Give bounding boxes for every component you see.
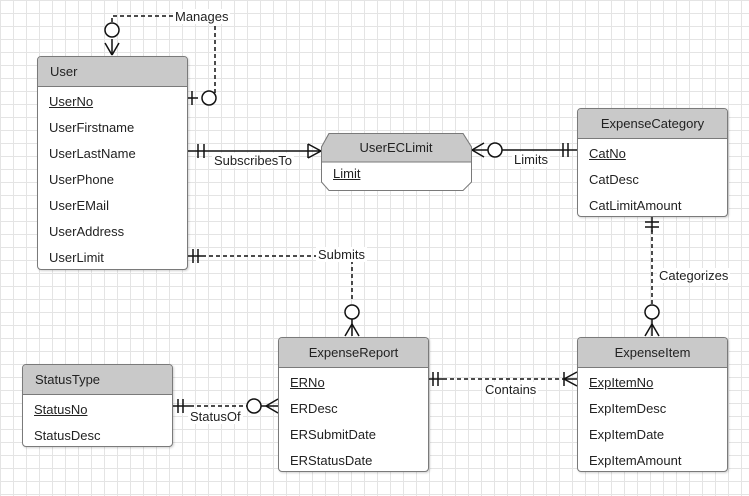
entity-user[interactable]: User UserNo UserFirstname UserLastName U… [37, 56, 188, 270]
attribute: UserPhone [49, 172, 115, 187]
associative-entity-shape [321, 133, 472, 191]
attribute: CatLimitAmount [589, 198, 682, 213]
entity-title: User [38, 57, 187, 87]
attribute: ExpItemAmount [589, 453, 682, 468]
entity-expense-category[interactable]: ExpenseCategory CatNo CatDesc CatLimitAm… [577, 108, 728, 217]
attribute: ExpItemDate [589, 427, 665, 442]
relationship-label-submits[interactable]: Submits [316, 247, 367, 262]
attribute: UserLimit [49, 250, 104, 265]
relationship-label-subscribes-to[interactable]: SubscribesTo [212, 153, 295, 168]
relationship-label-contains[interactable]: Contains [483, 382, 539, 397]
entity-expense-report[interactable]: ExpenseReport ERNo ERDesc ERSubmitDate E… [278, 337, 429, 472]
attribute: ERStatusDate [290, 453, 373, 468]
attribute-primary-key: StatusNo [34, 402, 88, 417]
attribute-primary-key: ERNo [290, 375, 325, 390]
attribute: ERSubmitDate [290, 427, 376, 442]
attribute-primary-key: CatNo [589, 146, 626, 161]
entity-user-ec-limit[interactable]: UserECLimit Limit [321, 133, 472, 191]
attribute: StatusDesc [34, 428, 101, 443]
attribute-primary-key: Limit [333, 166, 361, 181]
relationship-label-manages[interactable]: Manages [173, 9, 231, 24]
entity-title: UserECLimit [359, 140, 433, 155]
entity-title: ExpenseReport [279, 338, 428, 368]
entity-expense-item[interactable]: ExpenseItem ExpItemNo ExpItemDesc ExpIte… [577, 337, 728, 472]
attribute: CatDesc [589, 172, 639, 187]
attribute: UserFirstname [49, 120, 135, 135]
entity-status-type[interactable]: StatusType StatusNo StatusDesc [22, 364, 173, 447]
entity-title: ExpenseItem [578, 338, 727, 368]
entity-title: StatusType [23, 365, 172, 395]
attribute: UserLastName [49, 146, 136, 161]
attribute: ERDesc [290, 401, 338, 416]
relationship-label-categorizes[interactable]: Categorizes [657, 268, 731, 283]
attribute-primary-key: UserNo [49, 94, 94, 109]
attribute-primary-key: ExpItemNo [589, 375, 654, 390]
attribute: UserEMail [49, 198, 109, 213]
entity-title: ExpenseCategory [578, 109, 727, 139]
relationship-label-status-of[interactable]: StatusOf [188, 409, 243, 424]
attribute: ExpItemDesc [589, 401, 667, 416]
attribute: UserAddress [49, 224, 125, 239]
relationship-label-limits[interactable]: Limits [512, 152, 550, 167]
